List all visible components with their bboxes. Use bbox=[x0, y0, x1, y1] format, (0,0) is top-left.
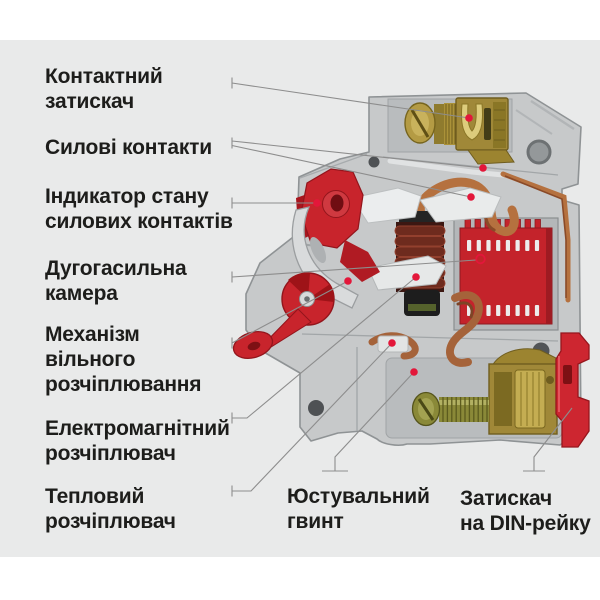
label-thermal: Тепловий розчіплювач bbox=[45, 485, 176, 533]
label-adjustment-screw: Юстувальний гвинт bbox=[287, 485, 430, 533]
bottom-terminal-clamp bbox=[411, 348, 558, 435]
label-contact-clamp: Контактний затискач bbox=[45, 65, 163, 113]
conductor-strips bbox=[387, 158, 571, 303]
label-arc-chute: Дугогасильна камера bbox=[45, 257, 187, 305]
label-free-release: Механізм вільного розчіплювання bbox=[45, 323, 202, 396]
callout-markers bbox=[313, 114, 487, 376]
label-contact-indicator: Індикатор стану силових контактів bbox=[45, 185, 233, 233]
plastic-carriers bbox=[351, 187, 502, 353]
trip-lever bbox=[232, 272, 335, 359]
contact-state-indicator-part bbox=[296, 168, 380, 282]
top-terminal-clamp bbox=[404, 97, 515, 165]
label-electromagnetic: Електромагнітний розчіплювач bbox=[45, 417, 230, 465]
label-din-rail-clamp: Затискач на DIN-рейку bbox=[460, 487, 591, 535]
leader-lines bbox=[231, 77, 573, 497]
label-power-contacts: Силові контакти bbox=[45, 136, 212, 159]
